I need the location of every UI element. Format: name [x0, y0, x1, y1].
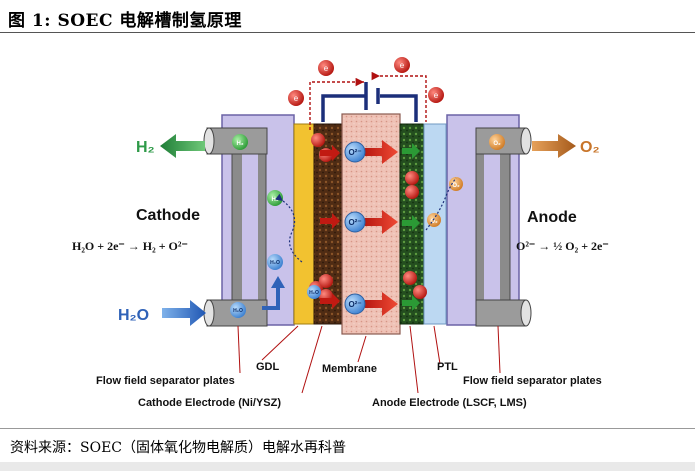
- h2-molecule-mid: H₂: [267, 190, 283, 206]
- external-circuit: [321, 82, 418, 122]
- svg-text:e: e: [400, 61, 405, 70]
- figure-title: 图 1: SOEC 电解槽制氢原理: [8, 11, 242, 31]
- o2-out-arrow: [532, 134, 576, 158]
- svg-text:O₂: O₂: [493, 141, 501, 147]
- electron-path: [309, 71, 427, 130]
- svg-text:O₂: O₂: [452, 183, 460, 189]
- membrane-label: Membrane: [322, 363, 377, 375]
- ptl-label: PTL: [437, 361, 458, 373]
- anode-electrode-label: Anode Electrode (LSCF, LMS): [372, 397, 527, 409]
- h2o-label: H₂O: [118, 307, 149, 324]
- h2o-molecule-a: H₂O: [267, 254, 283, 270]
- anode-reaction: O²⁻ → ½ O₂ + 2e⁻: [516, 239, 609, 253]
- flow-field-right-label: Flow field separator plates: [463, 375, 602, 387]
- gdl-label: GDL: [256, 361, 280, 373]
- source-rule: [0, 428, 695, 429]
- oxide-ion-bottom: O²⁻: [344, 292, 398, 316]
- o2-molecule-low: O₂: [427, 213, 441, 227]
- svg-text:H₂: H₂: [272, 197, 279, 203]
- cathode-side-arrows: [320, 145, 340, 309]
- cathode-label: Cathode: [136, 207, 200, 224]
- electron-particles: e e e e: [288, 57, 444, 106]
- cathode-electrode-label: Cathode Electrode (Ni/YSZ): [138, 397, 281, 409]
- svg-text:O₂: O₂: [430, 219, 438, 225]
- h2o-flow-up-arrow: [262, 285, 280, 310]
- h2o-molecule-b: H₂O: [307, 285, 321, 299]
- oxide-ion-middle: O²⁻: [344, 210, 398, 234]
- svg-text:H₂O: H₂O: [270, 260, 280, 266]
- o2-path: [425, 177, 457, 231]
- source-note: 资料来源：SOEC（固体氧化物电解质）电解水再科普: [10, 440, 346, 456]
- svg-text:O²⁻: O²⁻: [348, 148, 361, 157]
- anode-bottom-pipe: [475, 299, 532, 327]
- svg-text:e: e: [294, 94, 299, 103]
- o2-label: O₂: [580, 139, 600, 156]
- title-rule: [0, 32, 695, 33]
- o2-molecule-top: O₂: [489, 134, 505, 150]
- h2o-in-arrow: [162, 300, 206, 326]
- svg-text:e: e: [434, 91, 439, 100]
- h2-out-arrow: [160, 134, 205, 158]
- flow-field-left-label: Flow field separator plates: [96, 375, 235, 387]
- callout-lines: [237, 325, 501, 394]
- h2-molecule-top: H₂: [232, 134, 248, 150]
- anode-electrons: [403, 171, 427, 299]
- anode-label: Anode: [527, 209, 577, 226]
- svg-text:H₂O: H₂O: [233, 308, 243, 314]
- svg-text:H₂: H₂: [237, 141, 244, 147]
- oxide-ion-top: O²⁻: [344, 140, 398, 164]
- o2-molecule-mid: O₂: [449, 177, 463, 191]
- svg-text:O²⁻: O²⁻: [348, 300, 361, 309]
- anode-side-arrows: [402, 143, 420, 311]
- h2o-molecule-c: H₂O: [230, 302, 246, 318]
- svg-text:e: e: [324, 64, 329, 73]
- cathode-reaction: H₂O + 2e⁻ → H₂ + O²⁻: [72, 239, 188, 253]
- bottom-band: [0, 462, 695, 471]
- svg-text:O²⁻: O²⁻: [348, 218, 361, 227]
- svg-text:H₂O: H₂O: [309, 290, 319, 296]
- h2-label: H₂: [136, 139, 155, 156]
